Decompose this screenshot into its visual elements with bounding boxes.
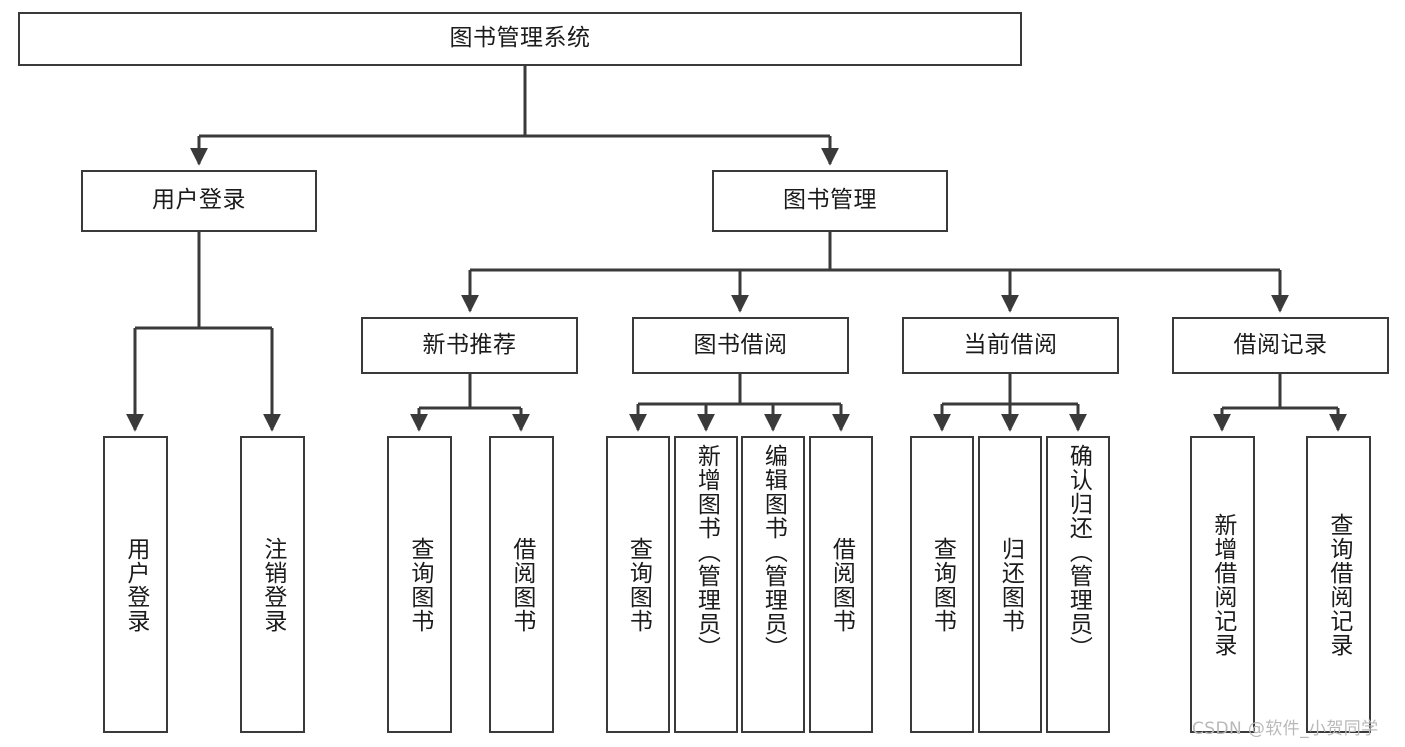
leaf-borrow-record-query-record[interactable]: 查询借阅记录: [1306, 436, 1371, 733]
node-new-book-recommend[interactable]: 新书推荐: [361, 317, 578, 374]
leaf-book-borrow-query-book[interactable]: 查询图书: [606, 436, 670, 733]
node-label: 用户登录: [122, 536, 149, 633]
leaf-current-borrow-confirm-return-admin[interactable]: 确认归还（管理员）: [1046, 436, 1110, 733]
node-label: 当前借阅: [963, 331, 1058, 358]
node-label: 新书推荐: [422, 331, 517, 358]
node-label: 借阅图书: [828, 536, 855, 633]
node-label: 图书管理: [783, 187, 877, 214]
watermark: CSDN @软件_小贺同学: [1192, 719, 1379, 739]
node-label: 编辑图书（管理员）: [760, 444, 787, 660]
node-label: 图书借阅: [693, 331, 788, 358]
leaf-new-book-query-book[interactable]: 查询图书: [387, 436, 452, 733]
node-label: 查询借阅记录: [1325, 512, 1352, 657]
node-label: 查询图书: [929, 536, 956, 633]
node-label: 用户登录: [152, 187, 246, 214]
leaf-book-borrow-edit-book-admin[interactable]: 编辑图书（管理员）: [741, 436, 805, 733]
leaf-current-borrow-query-book[interactable]: 查询图书: [910, 436, 974, 733]
leaf-book-borrow-borrow-book[interactable]: 借阅图书: [809, 436, 873, 733]
node-label: 确认归还（管理员）: [1065, 444, 1092, 660]
leaf-current-borrow-return-book[interactable]: 归还图书: [978, 436, 1042, 733]
node-current-borrow[interactable]: 当前借阅: [902, 317, 1119, 374]
node-label: 新增图书（管理员）: [693, 444, 720, 660]
node-label: 新增借阅记录: [1209, 512, 1236, 657]
node-label: 借阅图书: [508, 536, 535, 633]
node-label: 借阅记录: [1233, 331, 1328, 358]
leaf-borrow-record-add-record[interactable]: 新增借阅记录: [1190, 436, 1255, 733]
node-book-management[interactable]: 图书管理: [712, 170, 948, 232]
node-label: 查询图书: [406, 536, 433, 633]
node-label: 注销登录: [259, 536, 286, 633]
leaf-user-login-logout[interactable]: 注销登录: [240, 436, 305, 733]
node-root-book-management-system[interactable]: 图书管理系统: [18, 12, 1022, 66]
node-label: 查询图书: [625, 536, 652, 633]
leaf-new-book-borrow-book[interactable]: 借阅图书: [489, 436, 554, 733]
node-label: 归还图书: [997, 536, 1024, 633]
leaf-user-login-login[interactable]: 用户登录: [103, 436, 168, 733]
node-user-login[interactable]: 用户登录: [81, 170, 317, 232]
node-book-borrow[interactable]: 图书借阅: [632, 317, 849, 374]
leaf-book-borrow-add-book-admin[interactable]: 新增图书（管理员）: [674, 436, 738, 733]
node-label: 图书管理系统: [449, 25, 591, 52]
node-borrow-record[interactable]: 借阅记录: [1172, 317, 1389, 374]
